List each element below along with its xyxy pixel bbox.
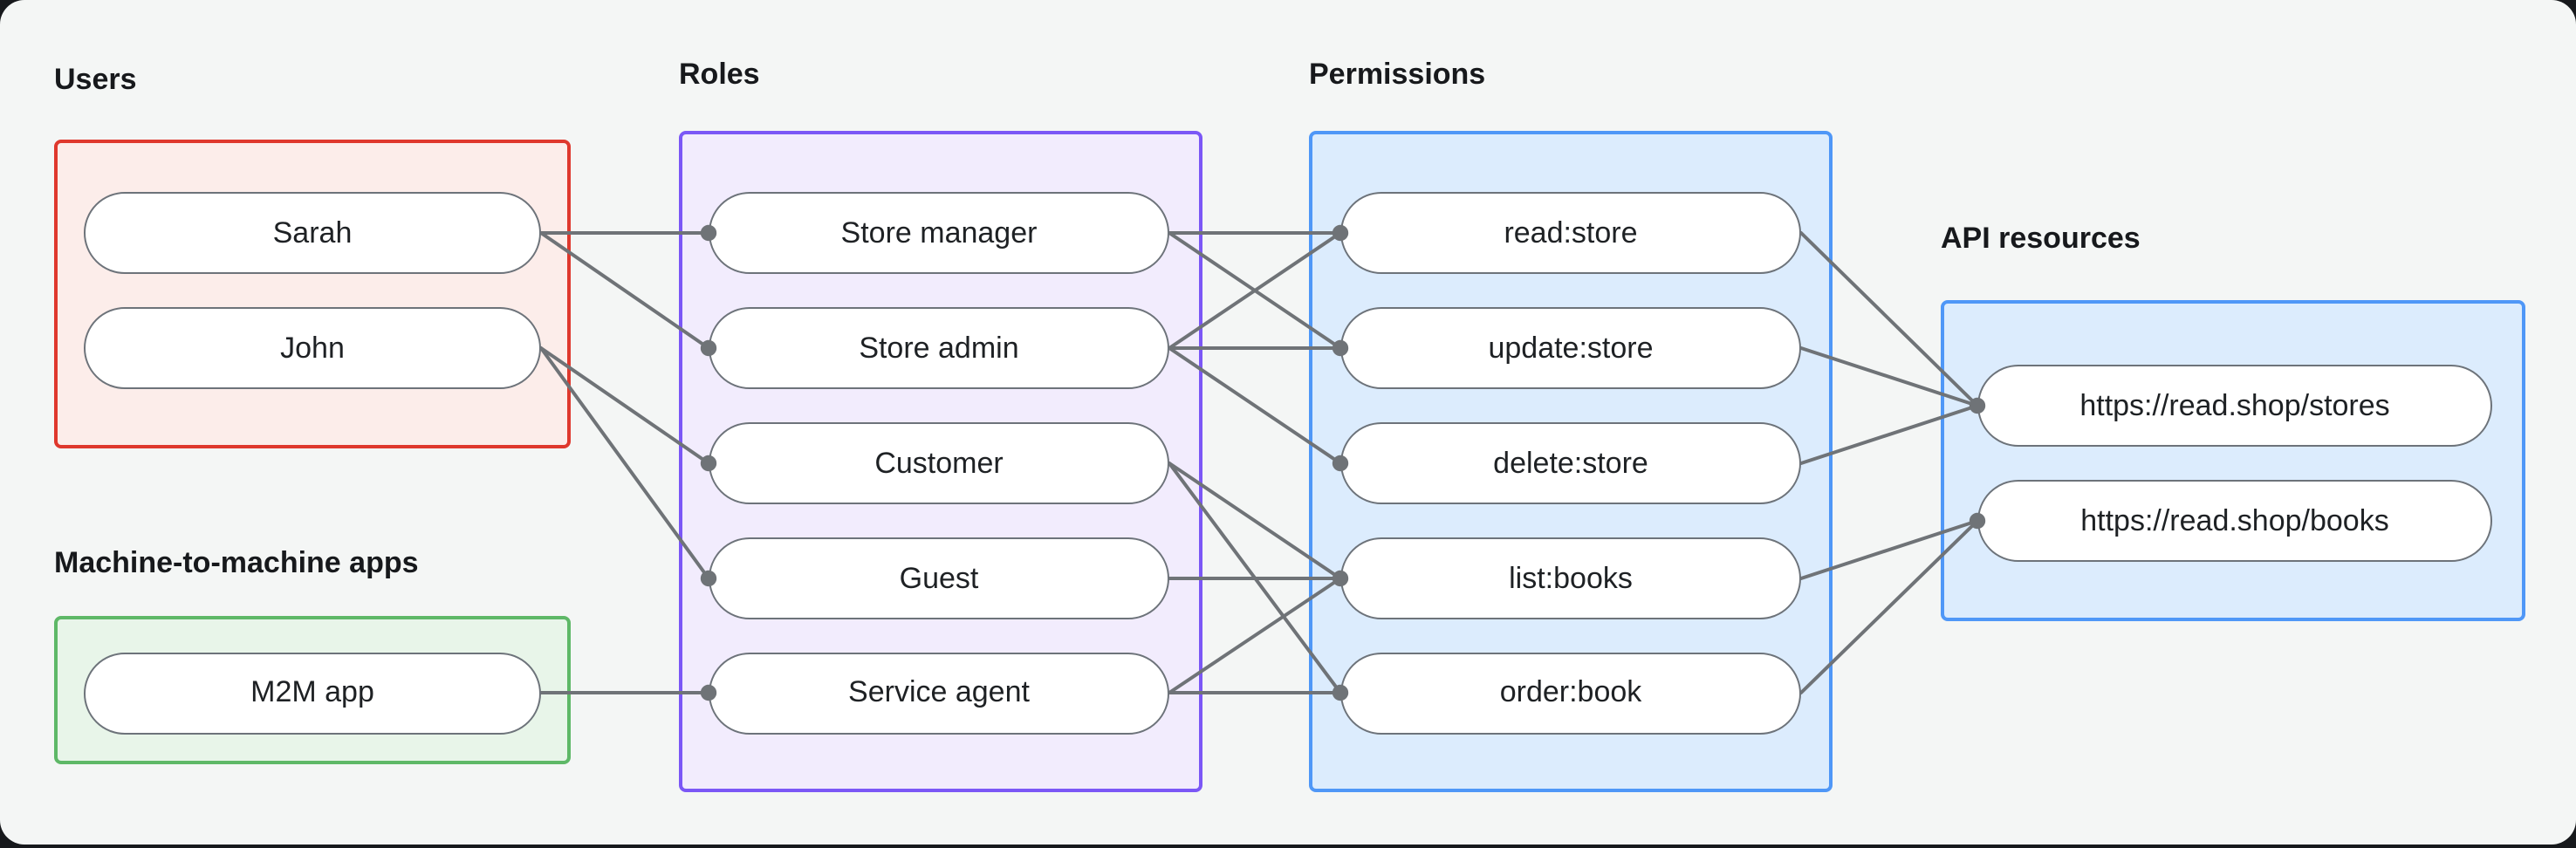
node-customer: Customer	[709, 422, 1169, 504]
node-label-stores-api: https://read.shop/stores	[2079, 388, 2390, 421]
node-guest: Guest	[709, 537, 1169, 619]
node-books-api: https://read.shop/books	[1977, 480, 2492, 562]
node-list-books: list:books	[1340, 537, 1801, 619]
node-label-service-agent: Service agent	[848, 675, 1030, 708]
node-stores-api: https://read.shop/stores	[1977, 365, 2492, 447]
node-service-agent: Service agent	[709, 652, 1169, 734]
node-label-store-manager: Store manager	[840, 215, 1038, 249]
node-sarah: Sarah	[84, 192, 541, 274]
node-label-guest: Guest	[899, 561, 979, 594]
node-delete-store: delete:store	[1340, 422, 1801, 504]
node-john: John	[84, 307, 541, 389]
m2m-group-label: Machine-to-machine apps	[54, 546, 419, 579]
node-label-john: John	[280, 331, 345, 364]
roles-group-label: Roles	[679, 58, 760, 91]
permissions-group-label: Permissions	[1309, 58, 1486, 91]
node-label-order-book: order:book	[1499, 675, 1642, 708]
node-order-book: order:book	[1340, 652, 1801, 734]
node-store-admin: Store admin	[709, 307, 1169, 389]
node-store-manager: Store manager	[709, 192, 1169, 274]
node-m2m-app: M2M app	[84, 652, 541, 734]
node-label-read-store: read:store	[1504, 215, 1638, 249]
node-label-update-store: update:store	[1488, 331, 1654, 364]
node-label-m2m-app: M2M app	[250, 675, 374, 708]
node-label-delete-store: delete:store	[1493, 446, 1648, 479]
node-update-store: update:store	[1340, 307, 1801, 389]
users-group-label: Users	[54, 63, 137, 96]
node-label-customer: Customer	[874, 446, 1004, 479]
node-label-books-api: https://read.shop/books	[2080, 503, 2389, 537]
node-label-sarah: Sarah	[272, 215, 353, 249]
users-group-box	[54, 140, 571, 448]
node-read-store: read:store	[1340, 192, 1801, 274]
node-label-store-admin: Store admin	[859, 331, 1019, 364]
node-label-list-books: list:books	[1509, 561, 1633, 594]
